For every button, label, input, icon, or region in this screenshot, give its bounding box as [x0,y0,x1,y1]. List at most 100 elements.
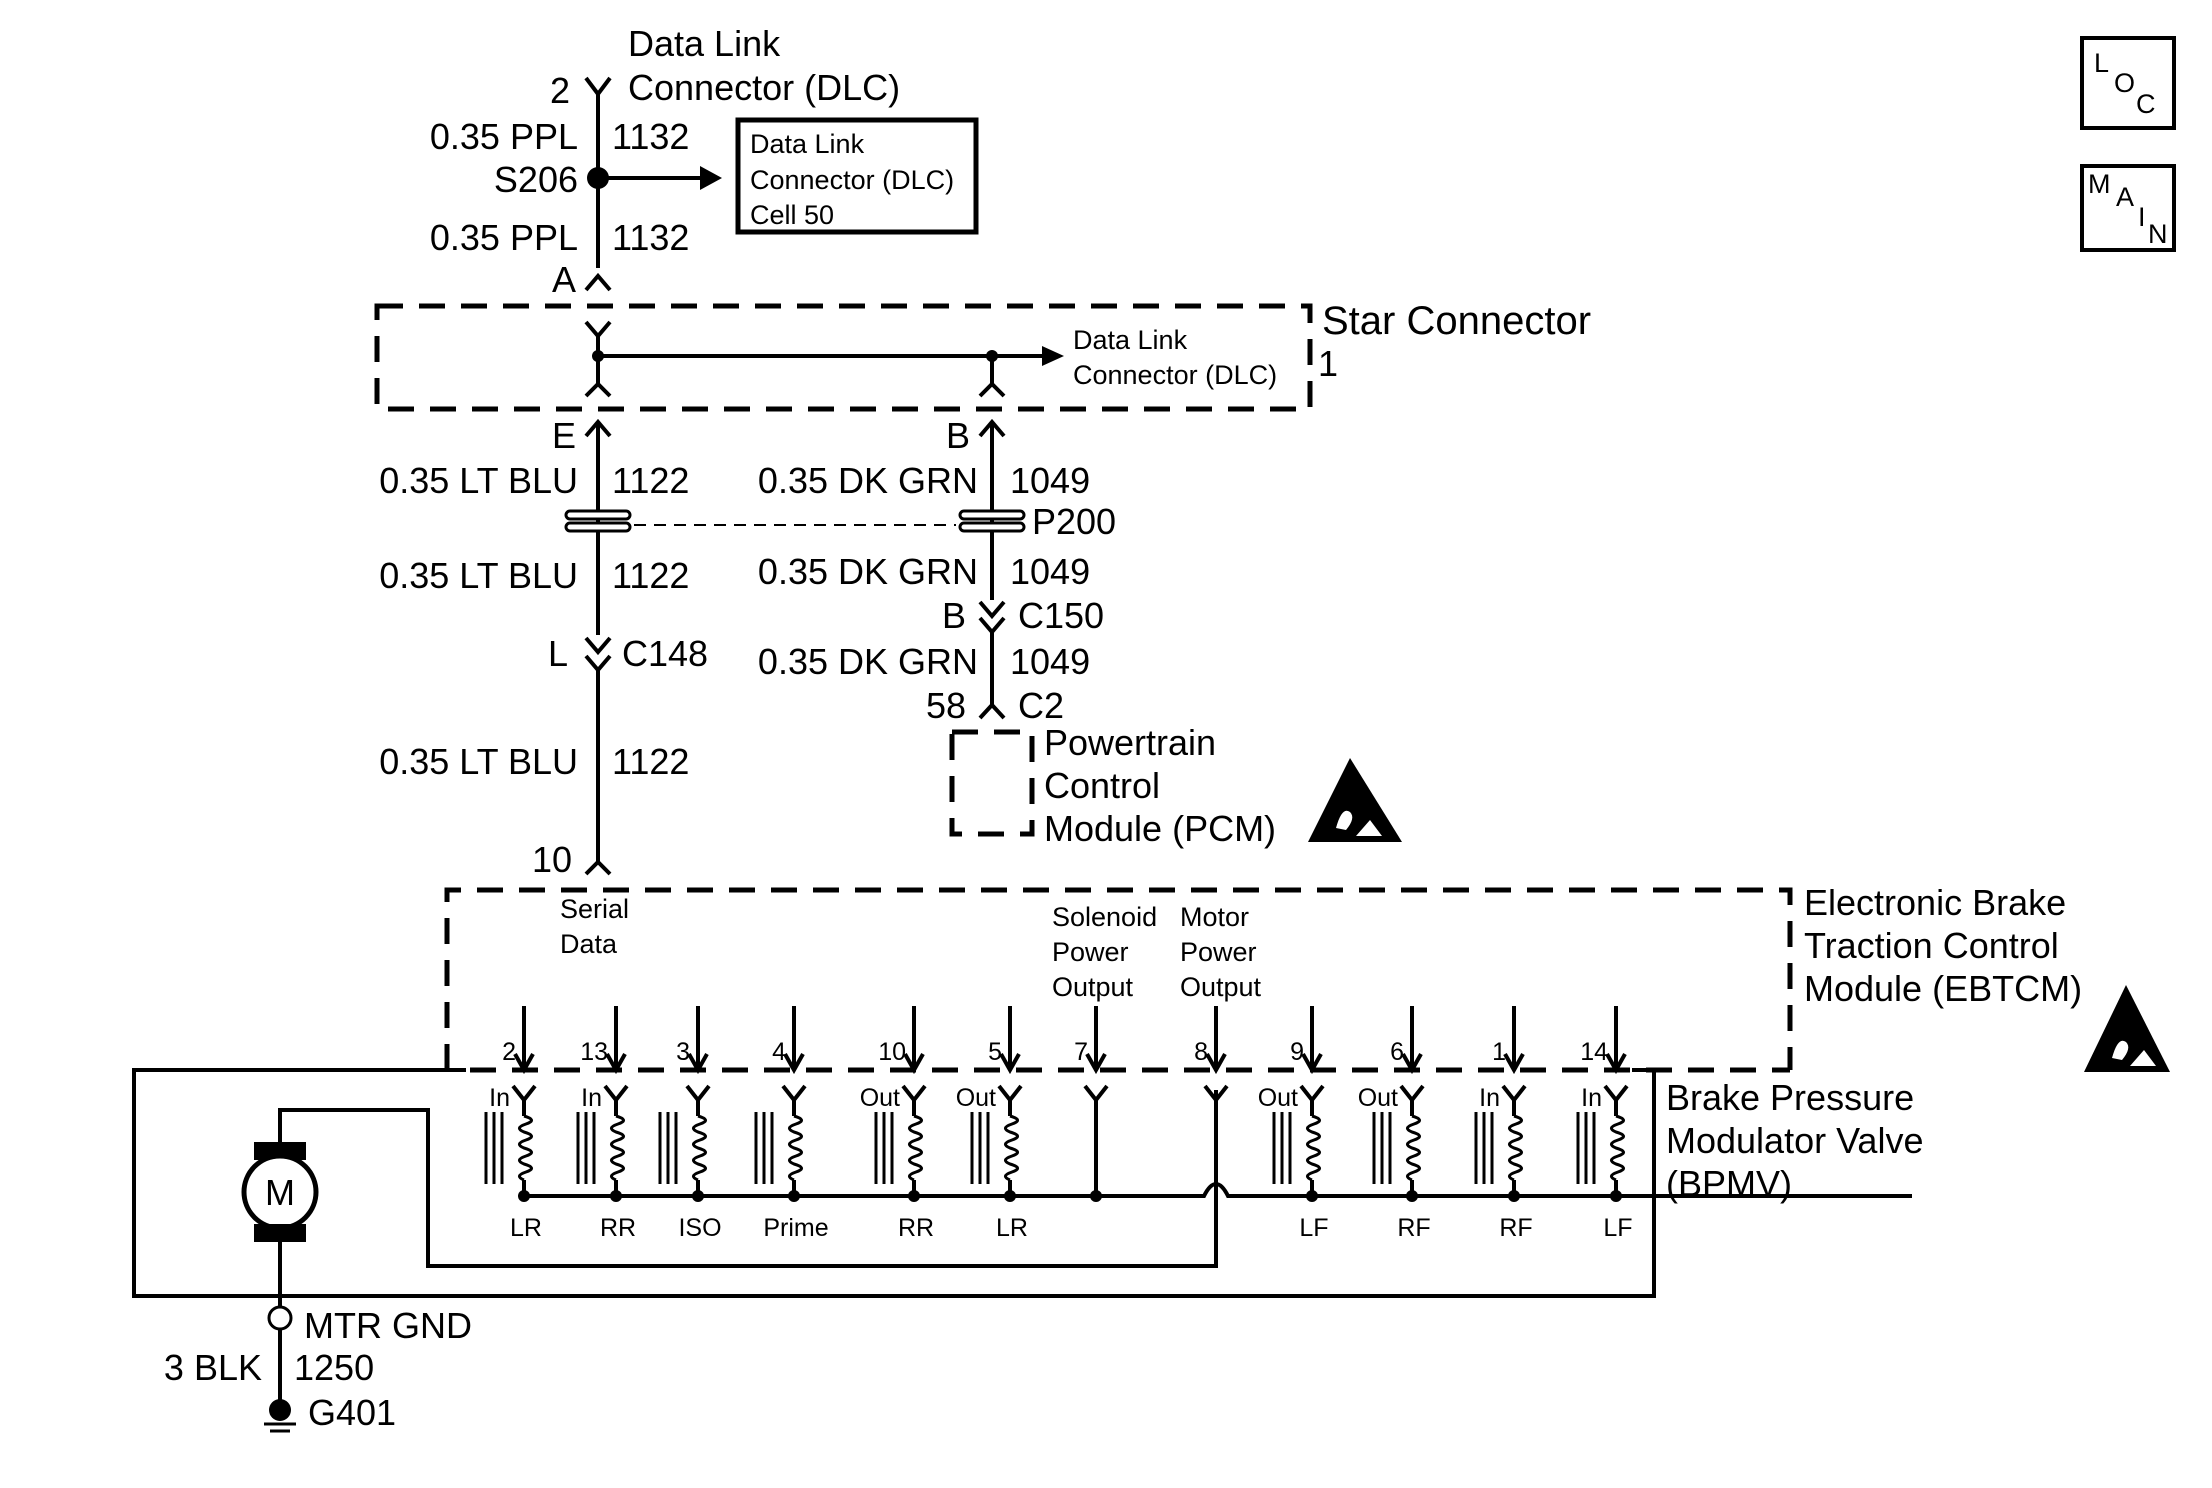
right-seg3-circuit: 1049 [1010,641,1090,682]
pcm-line3: Module (PCM) [1044,808,1276,849]
pin-number: 13 [580,1038,608,1066]
solenoid-coil-icon [610,1114,625,1182]
solenoid-label: RF [1397,1214,1430,1242]
right-seg1-gauge: 0.35 DK GRN [758,460,978,501]
pin-io-label: Out [860,1084,900,1112]
solenoid-coil-icon [1610,1114,1625,1182]
star-connector-number: 1 [1318,343,1338,384]
serial-label-line1: Serial [560,894,629,924]
loc-char3: C [2136,89,2156,119]
female-terminal-icon [781,1084,807,1104]
loc-button-frame [2080,36,2176,130]
left-end-pin: 10 [532,839,572,880]
pin-io-label: In [489,1084,510,1112]
junction-dot-icon [1090,1190,1102,1202]
bpmv-pin-7: 7 [1074,1006,1109,1202]
junction-dot-icon [1406,1190,1418,1202]
c148-pin: L [548,633,568,674]
c150-pin: B [942,595,966,636]
arrow-down-icon [513,1053,535,1075]
female-terminal-icon [1299,1084,1325,1104]
female-terminal-icon [1083,1084,1109,1104]
male-terminal-icon [978,702,1006,720]
solenoid-label: LF [1603,1214,1632,1242]
p200-label: P200 [1032,501,1116,542]
solenoid-coil-icon [788,1114,803,1182]
arrow-down-icon [1401,1053,1423,1075]
arrow-down-icon [999,1053,1021,1075]
pin-io-label: Out [1358,1084,1398,1112]
arrow-down-icon [1301,1053,1323,1075]
bpmv-line2: Modulator Valve [1666,1120,1923,1161]
ground-name: MTR GND [304,1305,472,1346]
dlc-wire-top-gauge: 0.35 PPL [430,116,578,157]
male-terminal-icon [584,381,612,398]
male-terminal-icon [584,272,612,292]
ebtcm-line1: Electronic Brake [1804,882,2066,923]
dlc-pin: 2 [550,70,570,111]
ground-gauge: 3 BLK [164,1347,262,1388]
solenoid-coil-icon [1306,1114,1321,1182]
right-end-pin: 58 [926,685,966,726]
main-button[interactable]: M A I N [2080,164,2176,252]
arrow-down-icon [903,1053,925,1075]
left-seg1-gauge: 0.35 LT BLU [379,460,578,501]
male-terminal-icon [978,616,1006,636]
male-terminal-icon [978,381,1006,398]
pin-io-label: In [581,1084,602,1112]
pin-number: 7 [1074,1038,1088,1066]
motor-power-wire [278,1090,1218,1268]
left-seg3-gauge: 0.35 LT BLU [379,741,578,782]
pin-io-label: Out [956,1084,996,1112]
female-terminal-icon [603,1084,629,1104]
arrow-right-icon [700,166,722,190]
main-char4: N [2148,219,2168,249]
star-connector-outline [374,303,1313,412]
dlc-wire-top-circuit: 1132 [612,116,689,157]
dlc-title-line1: Data Link [628,23,781,64]
star-ref-line1[interactable]: Data Link [1073,325,1188,355]
twisted-pair-icon [958,509,1026,521]
dlc-ref-box[interactable] [735,117,979,235]
loc-char1: L [2094,48,2109,78]
main-button-frame [2080,164,2176,252]
star-connector-title: Star Connector [1322,299,1591,343]
solenoid-label: RF [1499,1214,1532,1242]
twisted-pair-icon [564,509,632,521]
c2-label: C2 [1018,685,1064,726]
dlc-title-line2: Connector (DLC) [628,67,900,108]
solenoid-label: ISO [678,1214,721,1242]
arrow-down-icon [687,1053,709,1075]
star-ref-line2[interactable]: Connector (DLC) [1073,360,1277,390]
junction-dot-icon [1004,1190,1016,1202]
pin-io-label: Out [1258,1084,1298,1112]
splice-label: S206 [494,159,578,200]
female-terminal-icon [584,636,612,656]
solenoid-label-line3: Output [1052,972,1134,1002]
left-seg2-gauge: 0.35 LT BLU [379,555,578,596]
ground-circuit: 1250 [294,1347,374,1388]
twisted-pair-icon [958,521,1026,533]
female-terminal-icon [584,320,612,340]
left-seg2-circuit: 1122 [612,555,689,596]
female-terminal-icon [511,1084,537,1104]
pin-number: 4 [772,1038,786,1066]
dlc-wire-bottom-circuit: 1132 [612,217,689,258]
right-seg1-circuit: 1049 [1010,460,1090,501]
pin-io-label: In [1479,1084,1500,1112]
loc-button[interactable]: L O C [2080,36,2176,130]
dlc-pin-bottom: A [552,259,576,300]
pin-number: 10 [878,1038,906,1066]
junction-dot-icon [788,1190,800,1202]
pin-number: 8 [1194,1038,1208,1066]
ground-connector-icon [267,1305,293,1331]
arrow-down-icon [1085,1053,1107,1075]
solenoid-label-line1: Solenoid [1052,902,1157,932]
